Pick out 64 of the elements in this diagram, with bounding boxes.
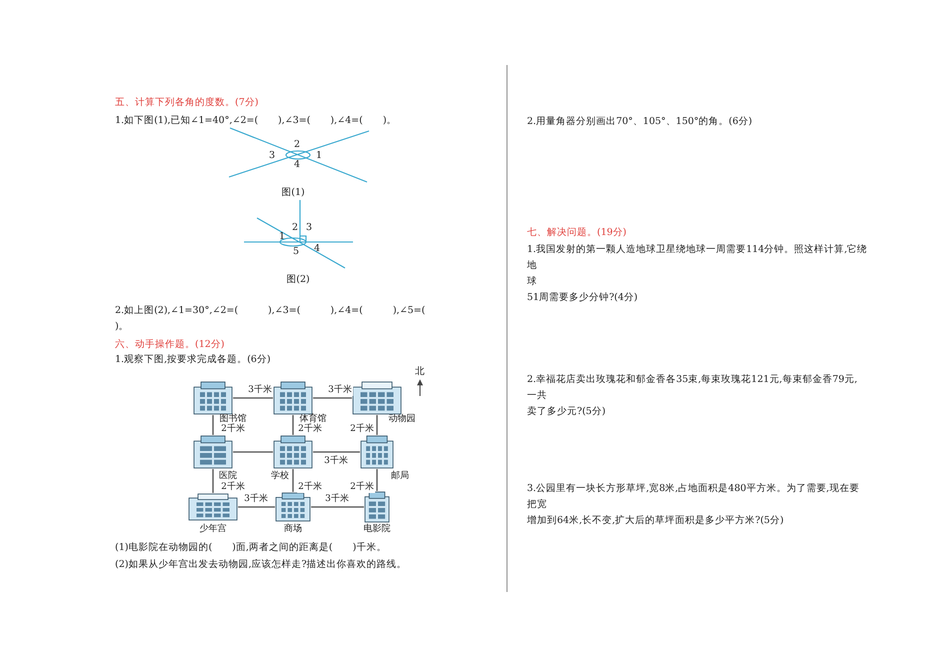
road-line xyxy=(292,469,294,492)
question-text: 2.用量角器分别画出70°、105°、150°的角。(6分) xyxy=(527,116,752,128)
road-line xyxy=(311,506,364,508)
road-line xyxy=(233,451,273,453)
edge-label: 3千米 xyxy=(324,494,350,505)
edge-label: 3千米 xyxy=(243,494,269,505)
question-text: (2)如果从少年宫出发去动物园,应该怎样走?描述出你喜欢的路线。 xyxy=(115,559,407,571)
angle-number: 3 xyxy=(306,222,312,234)
edge-label: 2千米 xyxy=(349,424,375,435)
question-text: 1.我国发射的第一颗人造地球卫星绕地球一周需要114分钟。照这样计算,它绕 xyxy=(527,244,868,256)
angle-number: 3 xyxy=(268,150,276,162)
road-line xyxy=(376,415,378,435)
figure-caption: 图(2) xyxy=(286,274,310,286)
angle-number: 4 xyxy=(314,243,320,255)
section-heading: 六、动手操作题。(12分) xyxy=(115,339,225,351)
north-label: 北 xyxy=(415,366,425,378)
place-name: 学校 xyxy=(270,470,290,482)
angle-number: 5 xyxy=(292,246,300,258)
place-name: 商场 xyxy=(283,524,303,534)
road-line xyxy=(313,451,360,453)
place-name: 体育馆 xyxy=(298,414,328,424)
edge-label: 3千米 xyxy=(323,456,349,467)
question-text: 把宽 xyxy=(527,499,547,511)
question-text: 一共 xyxy=(527,390,547,402)
section-heading: 七、解决问题。(19分) xyxy=(527,227,627,239)
section-heading: 五、计算下列各角的度数。(7分) xyxy=(115,97,258,109)
edge-label: 3千米 xyxy=(327,385,353,396)
angle-number: 1 xyxy=(278,231,286,243)
place-name: 少年宫 xyxy=(198,524,228,534)
figure-caption: 图(1) xyxy=(281,187,305,199)
road-line xyxy=(376,469,378,491)
road-line xyxy=(313,397,352,399)
question-text: 球 xyxy=(527,276,537,288)
place-name: 邮局 xyxy=(390,470,410,482)
question-text: )。 xyxy=(115,321,129,333)
angle-number: 2 xyxy=(294,139,300,151)
edge-label: 3千米 xyxy=(247,385,273,396)
angle-number: 1 xyxy=(316,150,322,162)
place-name: 动物园 xyxy=(388,414,416,424)
road-line xyxy=(212,469,214,493)
edge-label: 2千米 xyxy=(220,424,246,435)
angle-number: 4 xyxy=(294,159,300,171)
angle-number: 2 xyxy=(292,222,298,234)
place-name: 电影院 xyxy=(362,524,392,534)
question-text: 增加到64米,长不变,扩大后的草坪面积是多少平方米?(5分) xyxy=(527,515,784,527)
question-text: 2.如上图(2),∠1=30°,∠2=( ),∠3=( ),∠4=( ),∠5=( xyxy=(115,305,426,317)
edge-label: 2千米 xyxy=(220,482,246,493)
road-line xyxy=(238,506,275,508)
road-line xyxy=(233,397,273,399)
question-text: 地 xyxy=(527,260,537,272)
edge-label: 2千米 xyxy=(297,424,323,435)
question-text: 2.幸福花店卖出玫瑰花和郁金香各35束,每束玫瑰花121元,每束郁金香79元, xyxy=(527,374,858,386)
place-name: 医院 xyxy=(218,470,238,482)
road-line xyxy=(212,415,214,435)
edge-label: 2千米 xyxy=(297,482,323,493)
edge-label: 2千米 xyxy=(349,482,375,493)
question-text: 51周需要多少分钟?(4分) xyxy=(527,292,638,304)
question-text: 1.如下图(1),已知∠1=40°,∠2=( ),∠3=( ),∠4=( )。 xyxy=(115,115,397,127)
place-name: 图书馆 xyxy=(218,414,248,424)
road-line xyxy=(292,415,294,435)
question-text: 卖了多少元?(5分) xyxy=(527,406,606,418)
question-text: 3.公园里有一块长方形草坪,宽8米,占地面积是480平方米。为了需要,现在要 xyxy=(527,483,860,495)
question-text: (1)电影院在动物园的( )面,两者之间的距离是( )千米。 xyxy=(115,542,386,554)
question-text: 1.观察下图,按要求完成各题。(6分) xyxy=(115,354,271,366)
